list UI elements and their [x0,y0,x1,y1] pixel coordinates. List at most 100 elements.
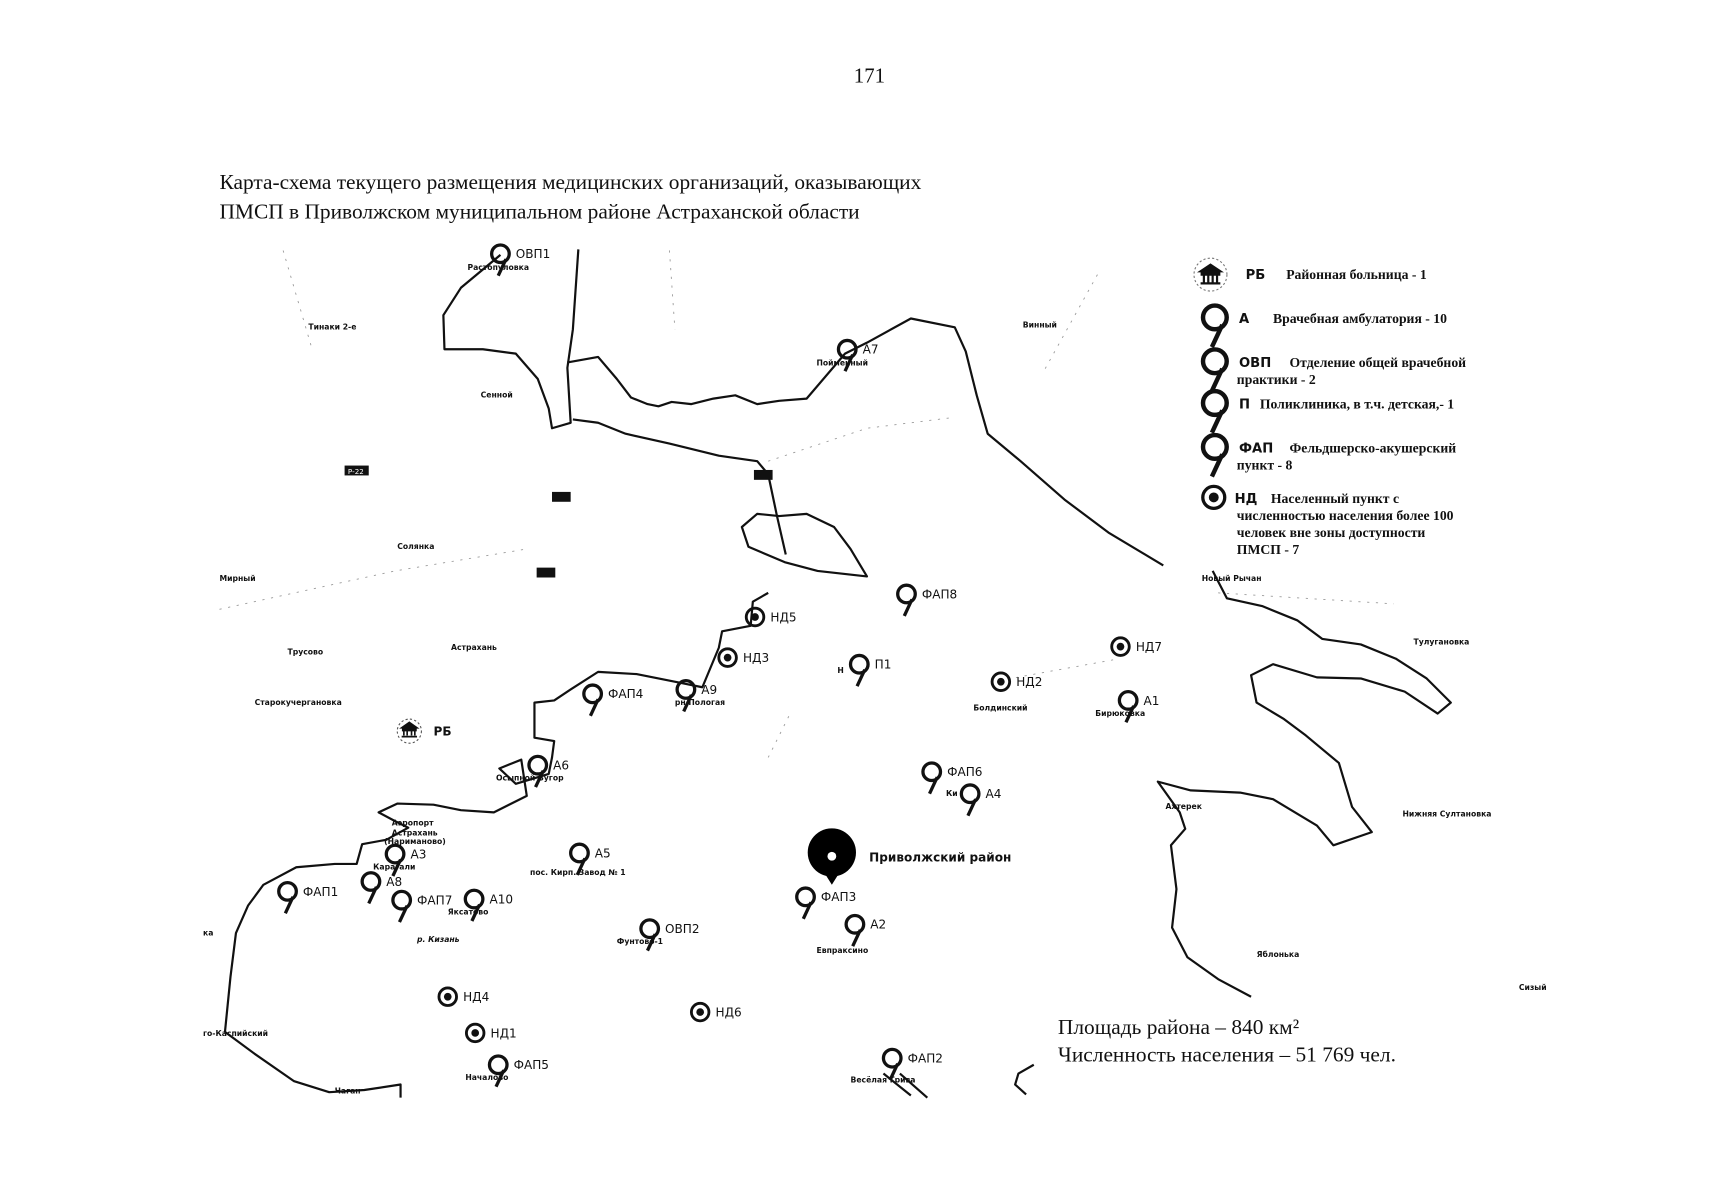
marker-place-name: Ки [946,789,958,798]
hospital-icon [1193,257,1228,292]
marker-label: А2 [870,918,886,932]
marker-п1[interactable]: П1Н [837,653,891,687]
marker-нд6[interactable]: НД6 [689,1001,742,1023]
pin-icon [1200,347,1229,392]
legend-text: человек вне зоны доступности [1237,525,1426,540]
pin-icon [1200,303,1229,348]
map-pin-icon [959,783,981,817]
map-pin-icon [487,1054,509,1088]
marker-нд1[interactable]: НД1 [464,1022,517,1044]
place-label: Старокучергановка [255,698,342,707]
map-pin-icon [1117,689,1139,724]
map-pin-icon [490,243,511,277]
place-label: Чаган [335,1086,361,1095]
map-pin-icon [795,886,816,920]
legend-text: Фельдшерско-акушерский [1289,440,1456,455]
marker-нд3[interactable]: НД3 [717,647,769,668]
title-line-1: Карта-схема текущего размещения медицинс… [219,170,921,194]
marker-фап8[interactable]: ФАП8 [896,583,958,617]
legend-text: Поликлиника, в т.ч. детская,- 1 [1260,396,1454,411]
road-badge [552,491,571,502]
district-marker-label: Приволжский район [869,851,1011,865]
place-label: Новый Рычан [1202,574,1262,583]
legend-text: Отделение общей врачебной [1289,355,1466,370]
legend-text: практики - 2 [1237,372,1316,387]
marker-label: А6 [553,759,569,773]
target-icon [1110,636,1131,657]
district-center-marker: Приволжский район [807,828,1011,885]
district-boundary [223,249,1452,1099]
place-label: (Нариманово) [384,837,446,846]
place-label: го-Каспийский [203,1029,268,1038]
marker-label: НД4 [463,990,489,1004]
place-label: Астрахань [451,643,497,652]
marker-label: ФАП5 [514,1058,549,1072]
legend-item-0: РБ Районная больница - 1 [1193,257,1427,292]
marker-place-name: Евпраксино [816,946,868,955]
place-label: Сизый [1519,983,1547,992]
marker-place-name: Пойменный [816,359,867,368]
map-pin-icon [277,880,298,915]
marker-label: ОВП2 [665,922,700,936]
legend-code: А [1239,312,1250,327]
marker-нд7[interactable]: НД7 [1110,636,1162,657]
marker-label: А7 [863,343,879,357]
place-label: Аэропорт [392,819,434,828]
map-pin-icon [844,913,866,947]
marker-фап7[interactable]: ФАП7 [391,889,453,923]
road-badge [344,465,369,476]
marker-place-name: Бирюковка [1095,709,1145,718]
marker-нд4[interactable]: НД4 [437,986,489,1007]
marker-label: А5 [595,846,611,860]
place-label: Трусово [288,647,324,656]
hospital-marker-rb[interactable]: РБ [396,718,452,744]
legend-text: Населенный пункт с [1271,491,1399,506]
legend-text: Районная больница - 1 [1286,267,1427,282]
legend-code: РБ [1246,268,1266,283]
marker-label: ФАП1 [303,885,338,899]
map-pin-icon [896,583,917,617]
marker-фап4[interactable]: ФАП4 [582,683,644,717]
map-pin-icon [881,1047,903,1081]
marker-label: НД6 [716,1005,742,1019]
marker-label: ОВП1 [516,247,551,261]
map-pin-icon [675,679,697,713]
marker-place-name: Карагали [373,862,415,871]
marker-place-name: Весёлая Грива [851,1075,916,1084]
map-pin-icon [463,888,485,922]
legend-code: НД [1235,492,1258,507]
marker-place-name: Осыпной Бугор [496,774,564,783]
hospital-label: РБ [433,725,451,739]
place-label: Астрахань [392,828,438,837]
marker-фап3[interactable]: ФАП3 [795,886,857,920]
marker-фап1[interactable]: ФАП1 [277,880,339,915]
place-label: ка [203,928,213,937]
marker-label: ФАП8 [922,587,957,601]
population-stat: Численность населения – 51 769 чел. [1058,1042,1396,1066]
marker-label: НД5 [770,610,796,624]
marker-фап6[interactable]: ФАП6 [921,761,983,795]
marker-label: А8 [386,875,402,889]
target-icon [744,606,766,628]
pin-icon [1200,432,1229,478]
marker-label: ФАП4 [608,687,643,701]
pin-icon [1200,388,1229,434]
marker-нд5[interactable]: НД5 [744,606,797,628]
marker-а8[interactable]: А8 [360,871,402,905]
